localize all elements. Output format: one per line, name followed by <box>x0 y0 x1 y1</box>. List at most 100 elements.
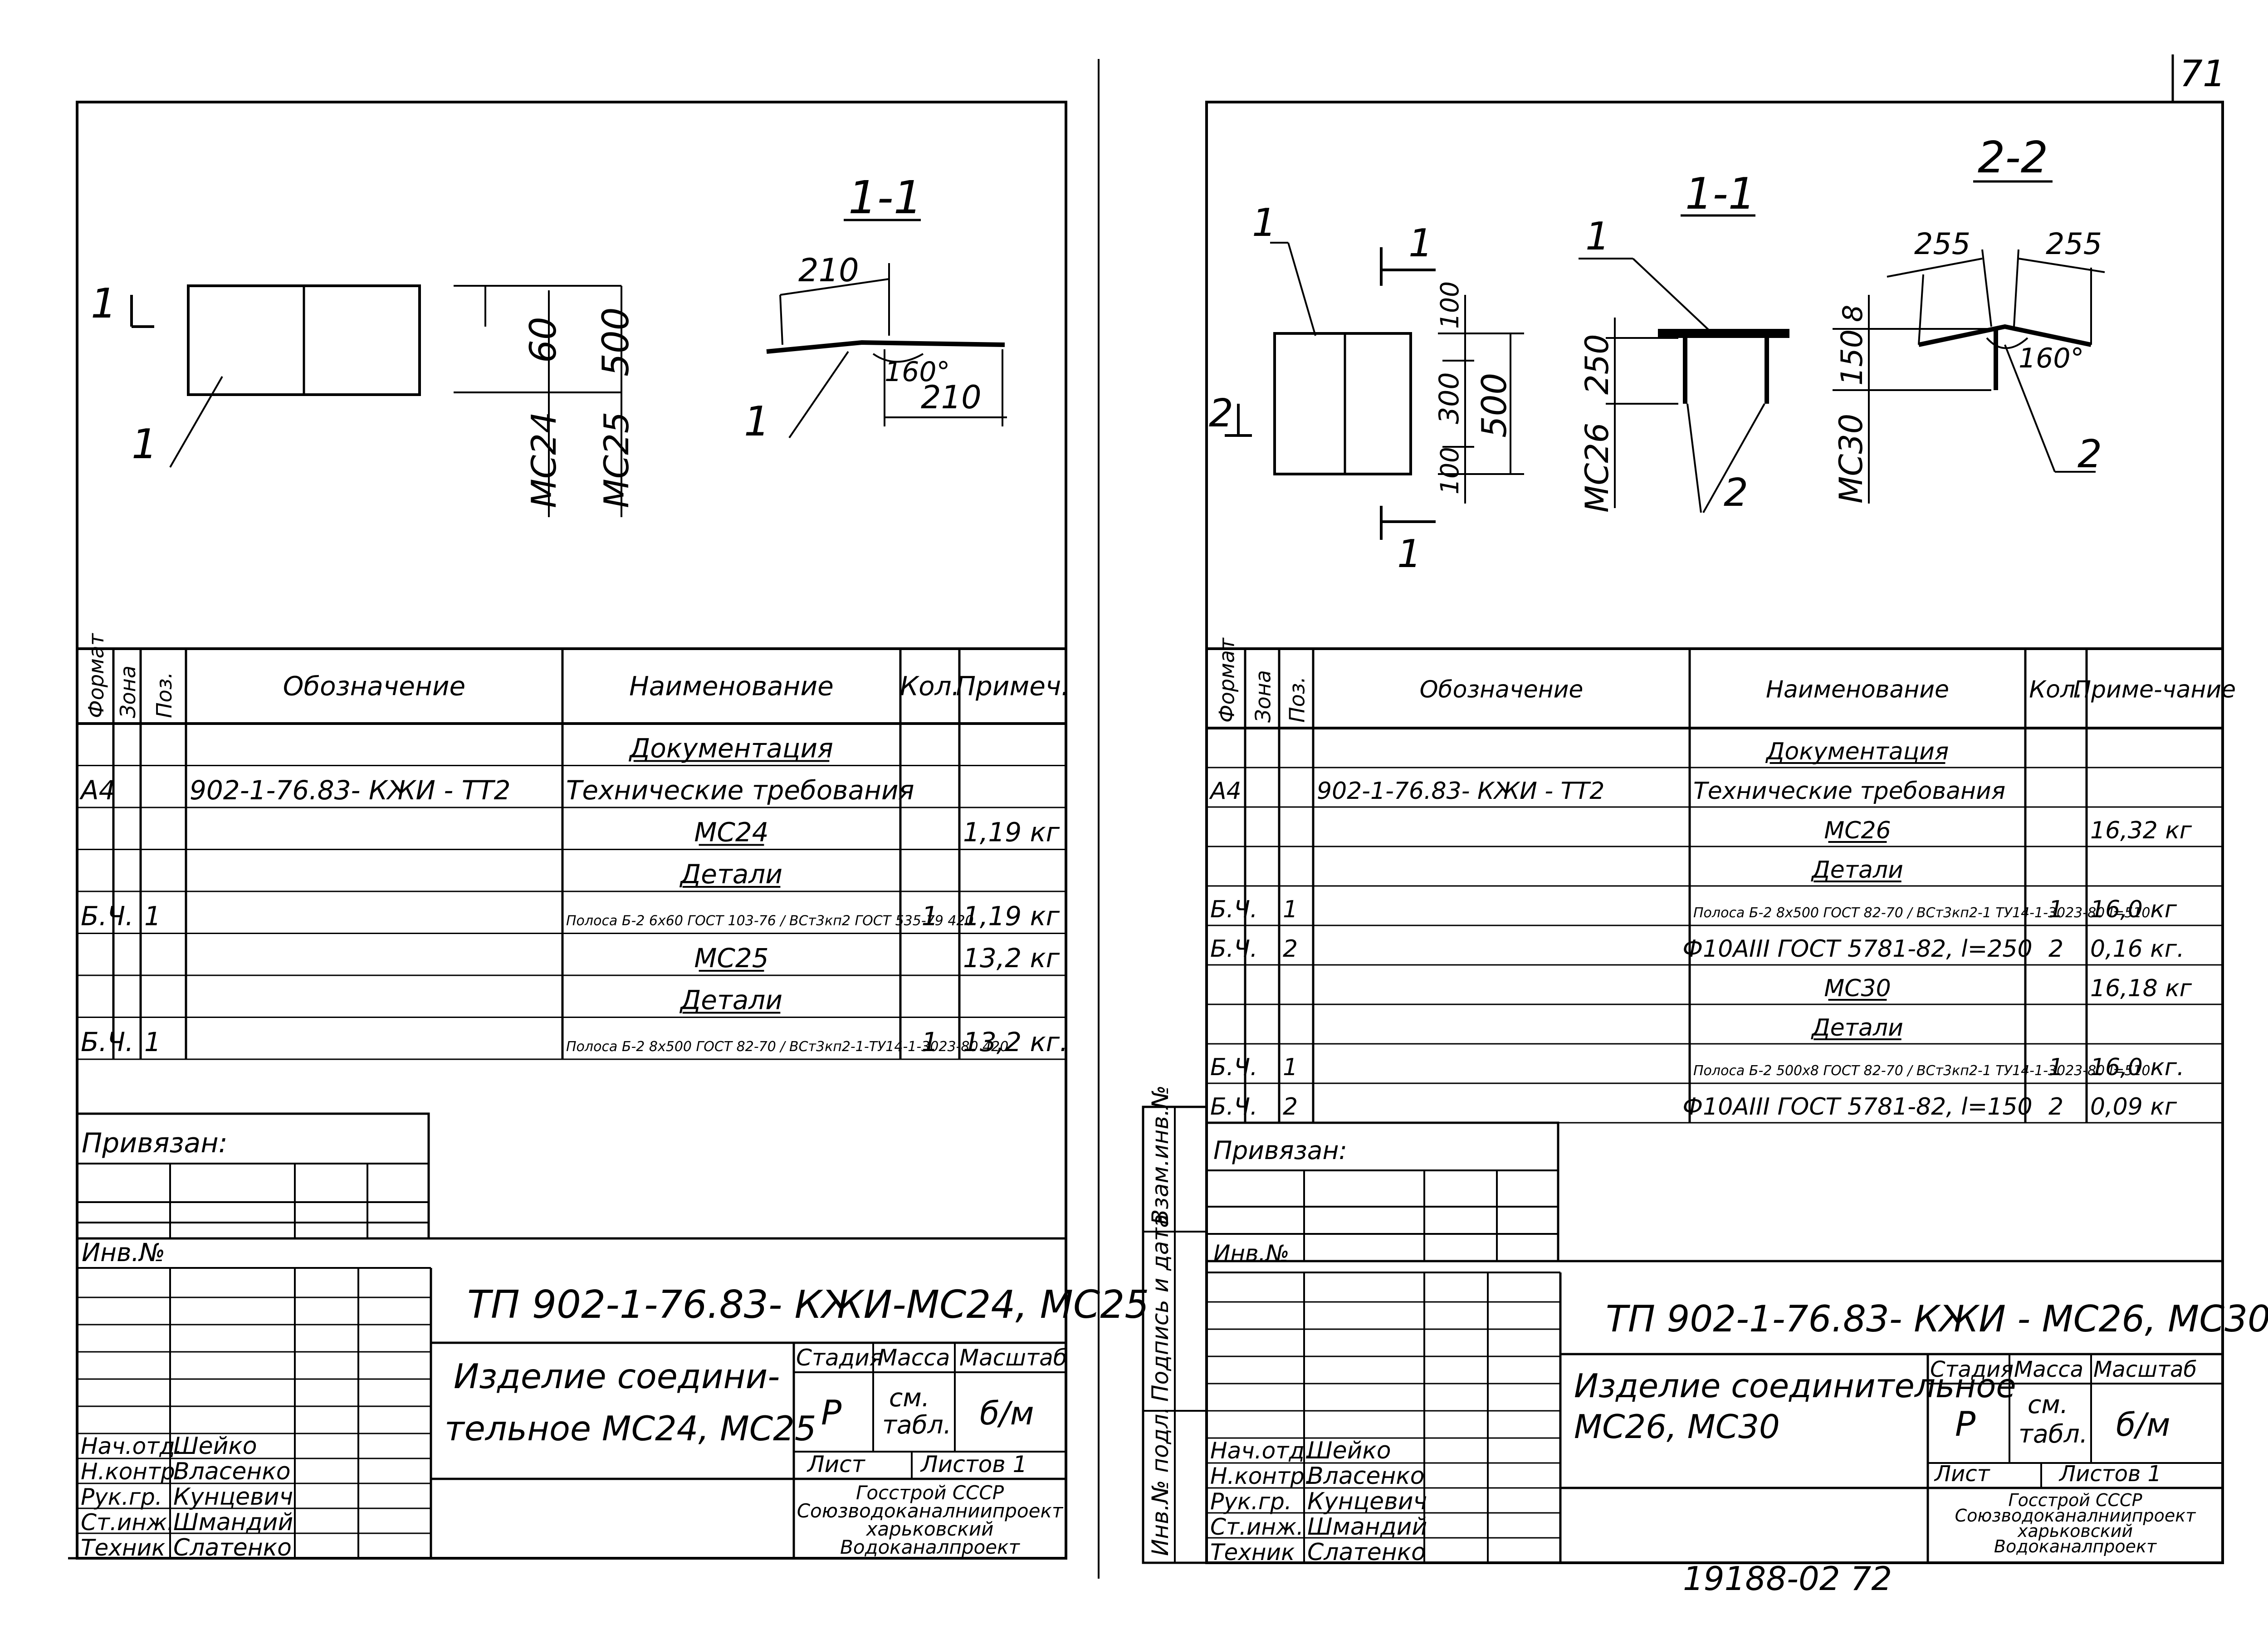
dim-255-a: 255 <box>1914 227 1970 261</box>
spec-cell: 1 <box>1283 1054 1298 1081</box>
dim-60: 60 <box>522 317 564 363</box>
spec-cell: 1 <box>144 901 161 932</box>
signature-role: Нач.отд. <box>81 1433 182 1459</box>
org-line: харьковский <box>865 1518 994 1540</box>
sheet-label: Лист <box>807 1451 866 1477</box>
spec-cell: Детали <box>1811 1014 1903 1042</box>
dim-150: 150 <box>1835 329 1869 386</box>
right-section-2-2: 2-2 8 150 МС30 255 255 160° 2 <box>1833 133 2105 504</box>
spec-header: Наименование <box>629 671 834 702</box>
dim-500: 500 <box>595 307 637 377</box>
dim-255-b: 255 <box>2046 227 2102 261</box>
section-pos-label: 1 <box>744 398 770 445</box>
spec-cell: Детали <box>1811 856 1903 884</box>
page-number: 71 <box>2180 53 2226 95</box>
dim-210-a: 210 <box>798 252 859 289</box>
spec-header: Формат <box>84 633 108 718</box>
left-frame <box>76 101 1067 1560</box>
title-line1: Изделие соедини- <box>454 1356 780 1396</box>
spec-header: Поз. <box>1285 676 1310 723</box>
spec-cell: Б.Ч. <box>1210 1054 1257 1081</box>
section-label: 1-1 <box>848 171 922 224</box>
signature-role: Ст.инж. <box>81 1509 174 1536</box>
sheets-label: Листов 1 <box>920 1451 1027 1477</box>
spec-cell: 2 <box>2048 1093 2063 1120</box>
signature-name: Кунцевич <box>173 1483 293 1511</box>
right-title-block: Инв.№ ТП 902-1-76.83- КЖИ - МС26, <box>1207 1240 2268 1566</box>
right-cut-mark-top: 1 <box>1408 221 1433 266</box>
spec-header: Формат <box>1215 637 1239 723</box>
dim-8: 8 <box>1837 305 1869 322</box>
right-mass-line1: см. <box>2028 1390 2068 1419</box>
spec-header: Примеч. <box>956 671 1069 702</box>
spec-cell: 16,0 кг. <box>2090 1054 2185 1081</box>
spec-cell: Б.Ч. <box>1210 896 1257 923</box>
spec-cell: Б.Ч. <box>1210 935 1257 963</box>
pos-leader-label: 1 <box>132 421 157 468</box>
bottom-stamp: 19188-02 72 <box>1683 1560 1892 1598</box>
signature-role: Рук.гр. <box>1210 1488 1292 1515</box>
scale-value: б/м <box>980 1395 1034 1432</box>
spec-cell: Полоса Б-2 500x8 ГОСТ 82-70 / ВСт3кп2-1 … <box>1693 1063 2151 1079</box>
spec-cell: 1 <box>922 1027 938 1057</box>
mass-label: Масса <box>878 1345 950 1371</box>
mass-value-line2: табл. <box>882 1410 951 1439</box>
dim-100-bottom: 100 <box>1435 447 1464 494</box>
org-line: Госстрой СССР <box>2008 1490 2142 1510</box>
signature-role: Техник <box>1210 1539 1295 1566</box>
label-mc25: МС25 <box>596 411 636 508</box>
right-angle-label: 160° <box>2019 342 2084 374</box>
signature-name: Шейко <box>1307 1437 1391 1464</box>
dim-500: 500 <box>1474 373 1514 438</box>
spec-cell: 13,2 кг. <box>963 1027 1068 1057</box>
right-title-line2: МС26, МС30 <box>1574 1408 1780 1446</box>
spec-header: Зона <box>116 665 140 718</box>
org-name: Госстрой СССРСоюзводоканалниипроектхарьк… <box>797 1482 1064 1558</box>
right-privyazan-label: Привязан: <box>1213 1136 1347 1165</box>
signature-role: Нач.отд. <box>1210 1438 1312 1464</box>
angle-label: 160° <box>885 356 950 388</box>
spec-cell: 1 <box>2048 896 2063 923</box>
right-frame <box>1205 101 2224 1564</box>
signature-name: Шмандий <box>173 1509 293 1536</box>
spec-cell: Детали <box>679 859 782 890</box>
pos-leader-line <box>169 376 223 468</box>
label-mc26: МС26 <box>1579 423 1616 513</box>
spec-cell: 16,0 кг <box>2090 896 2177 923</box>
signature-name: Слатенко <box>173 1534 292 1561</box>
spec-cell: Технические требования <box>1693 778 2005 805</box>
signature-role: Н.контр. <box>1210 1463 1312 1489</box>
spec-header: Наименование <box>1766 676 1949 704</box>
signature-role: Техник <box>81 1535 165 1561</box>
spec-cell: 902-1-76.83- КЖИ - ТТ2 <box>190 775 510 806</box>
spec-cell: Документация <box>628 733 833 764</box>
spec-header: Обозначение <box>283 671 465 702</box>
left-sheet: 1 1 60 500 МС24 МС25 1-1 210 21 <box>68 101 1149 1561</box>
signature-name: Кунцевич <box>1307 1488 1427 1515</box>
spec-cell: 2 <box>1283 1093 1298 1120</box>
spec-cell: 1 <box>922 901 938 932</box>
spec-cell: Ф10АIII ГОСТ 5781-82, l=150 <box>1682 1093 2032 1120</box>
spec-cell: А4 <box>1209 778 1242 805</box>
spec-cell: МС25 <box>694 943 768 974</box>
spec-header: Кол. <box>900 671 960 702</box>
spec-cell: Ф10АIII ГОСТ 5781-82, l=250 <box>1682 935 2032 963</box>
org-line: Союзводоканалниипроект <box>797 1500 1064 1522</box>
spec-cell: Технические требования <box>566 775 914 806</box>
signature-name: Власенко <box>173 1458 291 1485</box>
signature-list: Нач.отд.ШейкоН.контр.ВласенкоРук.гр.Кунц… <box>81 1433 293 1561</box>
right-stage-value: Р <box>1955 1404 1976 1444</box>
scale-label: Масштаб <box>959 1345 1067 1371</box>
privyazan-label: Привязан: <box>82 1127 228 1159</box>
spec-cell: 0,16 кг. <box>2090 935 2185 963</box>
org-line: Водоканалпроект <box>1994 1536 2157 1556</box>
section-plate <box>1658 329 1789 338</box>
spec-cell: 2 <box>2048 935 2063 963</box>
inv-no-label: Инв.№ <box>82 1238 165 1267</box>
spec-cell: 1 <box>144 1027 161 1057</box>
mass-value-line1: см. <box>889 1383 929 1412</box>
spec-cell: Полоса Б-2 6x60 ГОСТ 103-76 / ВСт3кп2 ГО… <box>566 913 974 929</box>
signature-name: Шейко <box>173 1433 257 1460</box>
right-plan-view: 1 1 2 1 100 300 100 500 <box>1209 201 1524 577</box>
